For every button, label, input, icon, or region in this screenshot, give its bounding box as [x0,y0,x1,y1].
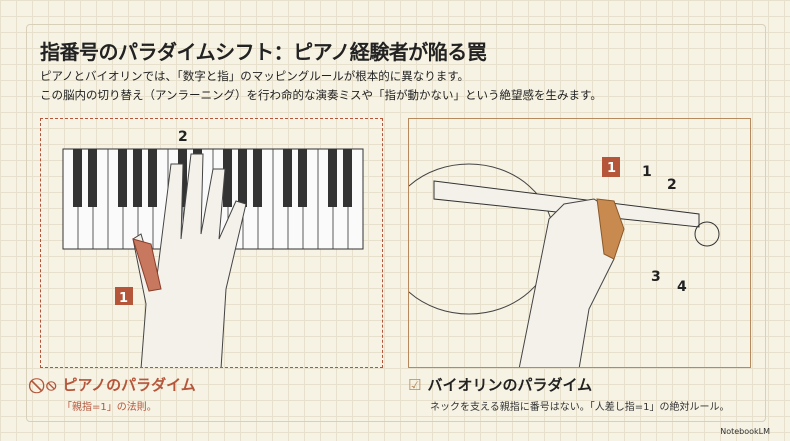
black-key [73,149,82,207]
string-label-1: 1 [642,164,652,180]
violin-hand-drawing: 1 1 2 3 4 [383,157,720,370]
index-finger-label-1: 1 [607,161,616,176]
piano-note: 「親指=1」の法則。 [62,402,157,413]
slide-card [26,24,766,422]
string-label-2: 2 [667,177,677,193]
subtitle-line-2: この脳内の切り替え（アンラーニング）を行わ命的な演奏ミスや「指が動かない」という… [40,88,602,102]
violin-illustration: 1 1 2 3 4 [383,118,751,370]
violin-heading: ☑バイオリンのパラダイム [408,375,593,395]
string-label-4: 4 [677,279,687,295]
thumb-label-1: 1 [119,291,128,306]
black-key [343,149,352,207]
checkbox-checked-icon: ☑ [408,375,422,394]
finger-label-2: 2 [178,129,188,145]
black-key [298,149,307,207]
piano-heading: ⃠⦸ピアノのパラダイム [46,374,196,395]
piano-illustration: 2 1 [40,118,383,370]
page-title: 指番号のパラダイムシフト：ピアノ経験者が陥る罠 [40,40,487,64]
brand-logo: NotebookLM [720,427,770,436]
string-label-3: 3 [651,269,661,285]
black-key [283,149,292,207]
black-key [118,149,127,207]
black-key [88,149,97,207]
black-key [328,149,337,207]
subtitle-line-1: ピアノとバイオリンでは、「数字と指」のマッピングルールが根本的に異なります。 [40,69,470,83]
black-key [238,149,247,207]
violin-note: ネックを支える親指に番号はない。「人差し指=1」の絶対ルール。 [430,402,730,413]
black-key [148,149,157,207]
black-key [223,149,232,207]
piano-hand-drawing: 2 1 [62,129,364,370]
black-key [133,149,142,207]
black-key [253,149,262,207]
